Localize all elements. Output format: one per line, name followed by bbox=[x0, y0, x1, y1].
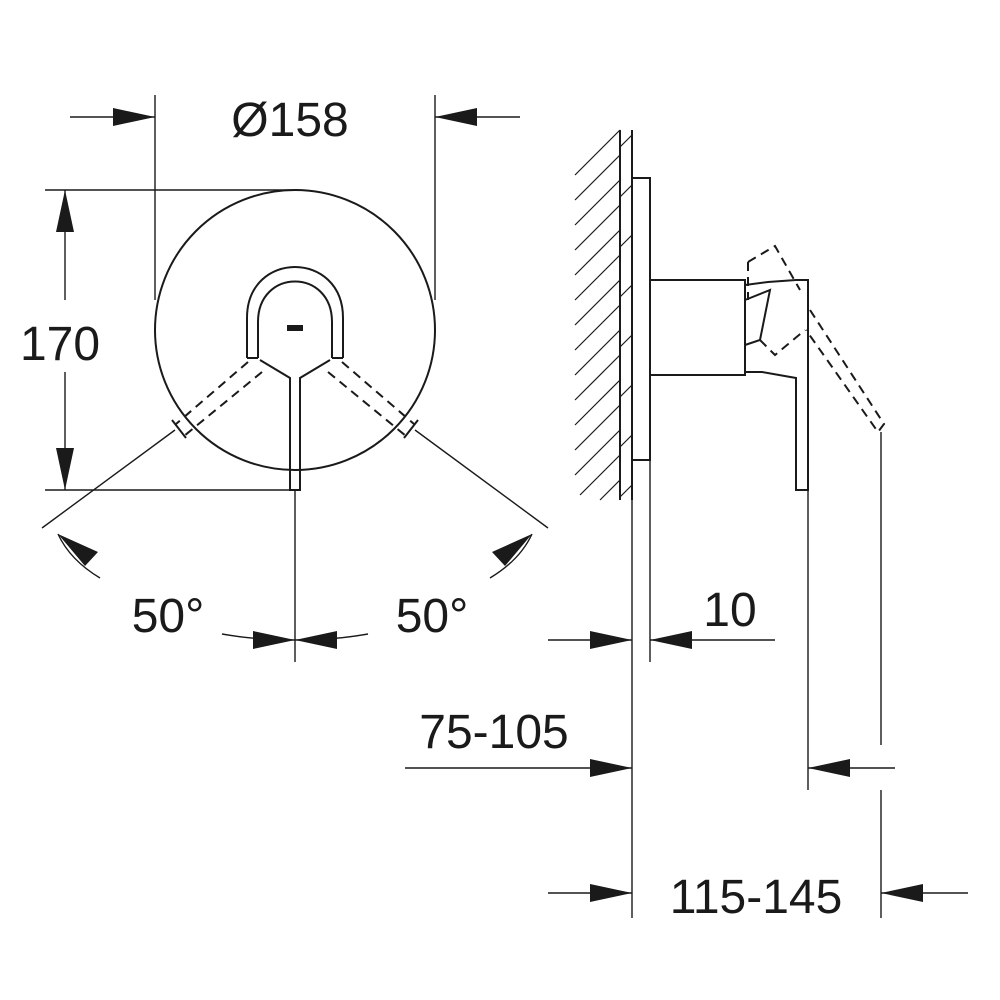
height-label: 170 bbox=[20, 318, 100, 371]
diameter-label: Ø158 bbox=[231, 94, 348, 147]
thickness-dimension: 10 bbox=[548, 460, 775, 918]
height-dimension: 170 bbox=[20, 189, 295, 491]
wall-depth-dimension: 75-105 bbox=[405, 490, 895, 790]
angle-dimension: 50° 50° bbox=[41, 429, 549, 662]
total-depth-dimension: 115-145 bbox=[548, 432, 968, 924]
lever-position-left bbox=[171, 361, 263, 439]
diameter-dimension: Ø158 bbox=[70, 94, 520, 300]
side-view: 10 75-105 115-145 bbox=[405, 129, 968, 924]
indicator-mark bbox=[287, 325, 303, 331]
angle-left-label: 50° bbox=[132, 590, 205, 643]
wall-depth-label: 75-105 bbox=[419, 706, 568, 759]
cover-plate-side bbox=[631, 177, 651, 461]
lever-side bbox=[744, 279, 809, 491]
handle-escutcheon bbox=[246, 266, 344, 358]
lever-position-right bbox=[327, 361, 419, 439]
lever-position-alt bbox=[747, 244, 886, 434]
total-depth-label: 115-145 bbox=[670, 871, 843, 924]
front-view: Ø158 170 50° 50° bbox=[20, 94, 549, 662]
wall-hatch bbox=[574, 129, 633, 501]
handle-escutcheon-inner bbox=[257, 280, 333, 358]
valve-body bbox=[650, 279, 746, 376]
thickness-label: 10 bbox=[703, 584, 756, 637]
angle-right-label: 50° bbox=[396, 590, 469, 643]
